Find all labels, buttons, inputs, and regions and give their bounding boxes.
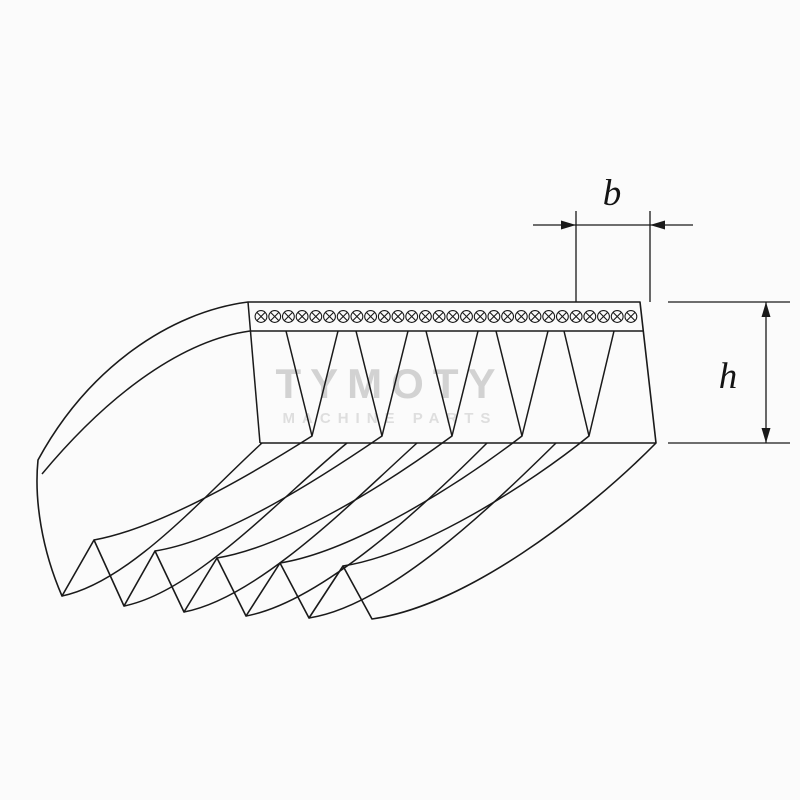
rib-ridge-curve: [308, 442, 557, 619]
cord-symbol-circle: [514, 310, 528, 323]
cord-symbol-x: [434, 312, 444, 321]
belt-outer-outline: [36, 301, 657, 620]
cord-symbol-circle: [405, 310, 419, 323]
cord-symbol-circle: [418, 310, 432, 323]
cord-symbol-circle: [350, 310, 364, 323]
cord-symbol-circle: [583, 310, 597, 323]
cord-symbol-x: [571, 312, 581, 321]
belt-face-left-edge: [247, 301, 261, 444]
cord-symbol-x: [420, 312, 430, 321]
cord-symbol-circle: [501, 310, 515, 323]
cord-symbol-circle: [542, 310, 556, 323]
groove-curve: [279, 435, 523, 564]
cord-symbol-x: [366, 312, 376, 321]
groove-curves: [93, 435, 590, 567]
b-arrowhead-right-icon: [650, 220, 665, 230]
cord-symbol-x: [462, 312, 471, 321]
rib-ridge-curves: [61, 442, 557, 619]
rib-groove-notches: [285, 330, 615, 437]
groove-notch: [495, 330, 549, 437]
cord-symbol-circle: [432, 310, 446, 323]
groove-curve: [93, 435, 313, 541]
b-dimension-label: b: [603, 173, 622, 214]
cord-symbol-circle: [610, 310, 624, 323]
cord-symbol-x: [448, 312, 458, 321]
cord-symbol-x: [544, 312, 554, 321]
cord-symbol-circle: [364, 310, 378, 323]
inner-back-sweep-curve: [41, 330, 251, 475]
cord-symbol-x: [270, 312, 280, 321]
cord-symbol-x: [530, 312, 540, 321]
dimension-b: b: [533, 173, 693, 302]
b-arrowhead-left-icon: [561, 220, 576, 230]
cord-symbol-circle: [391, 310, 405, 323]
h-dimension-label: h: [719, 356, 738, 397]
cord-symbol-x: [516, 312, 526, 321]
cord-symbol-circle: [460, 310, 473, 323]
cord-symbol-x: [338, 312, 348, 321]
rib-ridge-curve: [245, 442, 488, 617]
cord-symbol-x: [407, 312, 417, 321]
cord-symbol-circle: [336, 310, 350, 323]
cord-layer-hatch: [254, 310, 638, 323]
h-arrowhead-top-icon: [761, 302, 771, 317]
groove-notch: [355, 330, 409, 437]
groove-curve: [342, 435, 590, 567]
cord-symbol-x: [283, 312, 293, 321]
cord-symbol-x: [489, 312, 499, 321]
belt-drawing: [36, 301, 657, 620]
cord-symbol-x: [311, 312, 321, 321]
cord-symbol-x: [352, 312, 362, 321]
h-arrowhead-bottom-icon: [761, 428, 771, 443]
cord-symbol-circle: [377, 310, 391, 323]
groove-notch: [425, 330, 479, 437]
cord-symbol-x: [612, 312, 622, 321]
rib-ridge-curve: [183, 442, 418, 613]
groove-curve: [216, 435, 453, 559]
groove-curve: [154, 435, 383, 552]
cord-symbol-x: [503, 312, 513, 321]
cord-symbol-circle: [555, 310, 569, 323]
cord-symbol-circle: [254, 310, 268, 323]
cord-symbol-circle: [528, 310, 542, 323]
cord-symbol-x: [599, 312, 608, 321]
cord-symbol-circle: [446, 310, 460, 323]
cord-symbol-x: [325, 312, 334, 321]
cord-symbol-x: [256, 312, 266, 321]
cord-symbol-circle: [487, 310, 501, 323]
groove-notch: [285, 330, 339, 437]
cord-symbol-circle: [281, 310, 295, 323]
cord-symbol-x: [379, 312, 389, 321]
cord-symbol-circle: [309, 310, 323, 323]
cord-symbol-circle: [473, 310, 487, 323]
cord-symbol-x: [393, 312, 403, 321]
cord-symbol-circle: [295, 310, 309, 323]
cord-symbol-x: [626, 312, 636, 321]
cord-symbol-circle: [597, 310, 610, 323]
cord-symbol-x: [297, 312, 307, 321]
cord-symbol-x: [475, 312, 485, 321]
cord-symbol-circle: [323, 310, 336, 323]
cord-symbol-x: [585, 312, 595, 321]
groove-notch: [563, 330, 615, 437]
cord-symbol-x: [557, 312, 567, 321]
rib-ridge-curve: [123, 442, 348, 607]
rib-ridge-curve: [61, 442, 263, 597]
cord-symbol-circle: [569, 310, 583, 323]
cord-symbol-circle: [268, 310, 282, 323]
dimension-h: h: [668, 301, 790, 444]
cord-symbol-circle: [624, 310, 638, 323]
